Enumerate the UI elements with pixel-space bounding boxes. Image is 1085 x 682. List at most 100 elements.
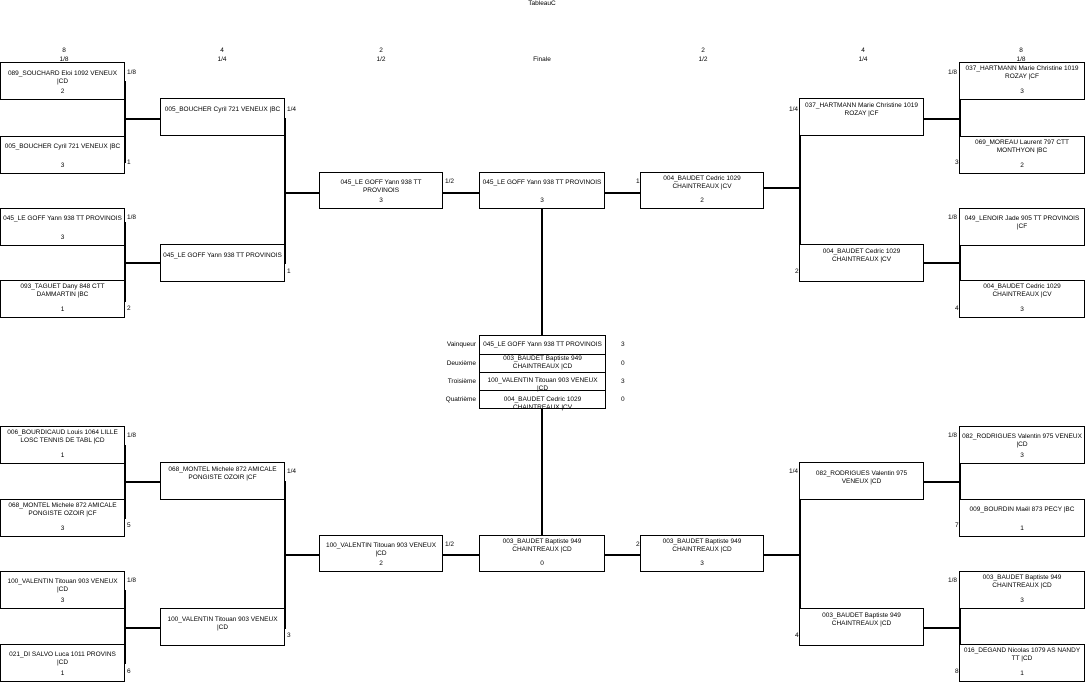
header-round: 1/8	[59, 56, 69, 63]
header-round: 1/2	[698, 56, 708, 63]
round-label: 1/8	[948, 577, 958, 584]
player-box[interactable]: 006_BOURDICAUD Louis 1064 LILLE LOSC TEN…	[0, 426, 125, 464]
seed-label: 7	[955, 522, 959, 529]
seed-label: 2	[636, 541, 640, 548]
result-score: 0	[621, 360, 625, 367]
player-name: 037_HARTMANN Marie Christine 1019 ROZAY …	[805, 102, 918, 117]
seed-label: 4	[795, 632, 799, 639]
player-name: 100_VALENTIN Titouan 903 VENEUX |CD	[7, 578, 118, 593]
player-box[interactable]: 037_HARTMANN Marie Christine 1019 ROZAY …	[799, 98, 924, 136]
bracket-line	[124, 262, 160, 264]
player-score: 2	[60, 88, 65, 95]
bracket-line	[959, 222, 961, 302]
player-box[interactable]: 082_RODRIGUES Valentin 975 VENEUX |CD 3	[959, 426, 1085, 464]
player-box[interactable]: 045_LE GOFF Yann 938 TT PROVINOIS 3	[479, 172, 605, 209]
header-round: 1/4	[858, 56, 868, 63]
page-title: TableauC	[528, 0, 556, 7]
result-name: 003_BAUDET Baptiste 949 CHAINTREAUX |CD	[503, 355, 582, 370]
bracket-line	[284, 118, 286, 264]
round-label: 1/8	[127, 577, 137, 584]
player-box[interactable]: 004_BAUDET Cedric 1029 CHAINTREAUX |CV 2	[640, 172, 764, 209]
player-score: 1	[60, 306, 65, 313]
bracket-line	[799, 118, 801, 264]
round-label: 1/4	[789, 468, 799, 475]
bracket-line	[923, 118, 959, 120]
player-name: 082_RODRIGUES Valentin 975 VENEUX |CD	[962, 433, 1082, 448]
seed-label: 3	[955, 159, 959, 166]
player-box[interactable]: 100_VALENTIN Titouan 903 VENEUX |CD 3	[0, 571, 125, 609]
player-score: 1	[60, 670, 65, 677]
bracket-line	[923, 481, 959, 483]
player-name: 016_DEGAND Nicolas 1079 AS NANDY TT |CD	[963, 647, 1081, 662]
player-box[interactable]: 009_BOURDIN Maël 873 PECY |BC 1	[959, 499, 1085, 537]
player-box[interactable]: 003_BAUDET Baptiste 949 CHAINTREAUX |CD	[799, 608, 924, 646]
bracket-line	[124, 118, 160, 120]
round-label: 1/2	[445, 541, 455, 548]
player-score: 3	[60, 162, 65, 169]
player-box[interactable]: 021_DI SALVO Luca 1011 PROVINS |CD 1	[0, 644, 125, 682]
player-name: 005_BOUCHER Cyril 721 VENEUX |BC	[4, 143, 121, 150]
player-box[interactable]: 049_LENOIR Jade 905 TT PROVINOIS |CF	[959, 208, 1085, 246]
player-name: 100_VALENTIN Titouan 903 VENEUX |CD	[325, 542, 437, 557]
player-box[interactable]: 016_DEGAND Nicolas 1079 AS NANDY TT |CD …	[959, 644, 1085, 682]
player-box[interactable]: 003_BAUDET Baptiste 949 CHAINTREAUX |CD …	[640, 535, 764, 572]
header-num: 8	[1019, 47, 1023, 54]
player-name: 093_TAGUET Dany 848 CTT DAMMARTIN |BC	[20, 283, 105, 298]
round-label: 1/4	[789, 106, 799, 113]
result-name: 100_VALENTIN Titouan 903 VENEUX |CD	[487, 377, 598, 392]
results-box: 045_LE GOFF Yann 938 TT PROVINOIS 003_BA…	[479, 335, 606, 411]
player-box[interactable]: 004_BAUDET Cedric 1029 CHAINTREAUX |CV 3	[959, 280, 1085, 318]
player-box[interactable]: 045_LE GOFF Yann 938 TT PROVINOIS 3	[319, 172, 443, 209]
player-box[interactable]: 003_BAUDET Baptiste 949 CHAINTREAUX |CD …	[959, 571, 1085, 609]
player-box[interactable]: 100_VALENTIN Titouan 903 VENEUX |CD 2	[319, 535, 443, 572]
bracket-line	[604, 192, 641, 194]
player-box[interactable]: 005_BOUCHER Cyril 721 VENEUX |BC	[160, 98, 285, 136]
player-score: 3	[60, 525, 65, 532]
player-box[interactable]: 069_MOREAU Laurent 797 CTT MONTHYON |BC …	[959, 136, 1085, 174]
player-name: 045_LE GOFF Yann 938 TT PROVINOIS	[340, 179, 422, 194]
round-label: 1/8	[948, 432, 958, 439]
player-box[interactable]: 082_RODRIGUES Valentin 975 VENEUX |CD	[799, 462, 924, 500]
player-score: 2	[1020, 162, 1024, 169]
player-name: 100_VALENTIN Titouan 903 VENEUX |CD	[167, 616, 278, 631]
player-box[interactable]: 093_TAGUET Dany 848 CTT DAMMARTIN |BC 1	[0, 280, 125, 318]
player-box[interactable]: 005_BOUCHER Cyril 721 VENEUX |BC 3	[0, 136, 125, 174]
player-score: 3	[379, 197, 383, 204]
round-label: 1/2	[445, 178, 455, 185]
header-round: Finale	[533, 56, 551, 63]
bracket-line	[763, 554, 799, 556]
player-box[interactable]: 037_HARTMANN Marie Christine 1019 ROZAY …	[959, 62, 1085, 100]
player-name: 021_DI SALVO Luca 1011 PROVINS |CD	[9, 651, 116, 666]
player-box[interactable]: 003_BAUDET Baptiste 949 CHAINTREAUX |CD …	[479, 535, 605, 572]
header-num: 2	[701, 47, 705, 54]
seed-label: 1	[287, 268, 291, 275]
player-box[interactable]: 004_BAUDET Cedric 1029 CHAINTREAUX |CV	[799, 244, 924, 282]
result-name: 004_BAUDET Cedric 1029 CHAINTREAUX |CV	[503, 396, 582, 411]
player-name: 045_LE GOFF Yann 938 TT PROVINOIS	[163, 252, 282, 259]
result-label: Quatrième	[445, 396, 476, 403]
seed-label: 4	[955, 305, 959, 312]
player-box[interactable]: 068_MONTEL Michele 872 AMICALE PONGISTE …	[160, 462, 285, 500]
player-score: 2	[379, 560, 383, 567]
header-num: 2	[379, 47, 383, 54]
result-score: 3	[621, 341, 625, 348]
player-box[interactable]: 100_VALENTIN Titouan 903 VENEUX |CD	[160, 608, 285, 646]
player-name: 089_SOUCHARD Eloi 1092 VENEUX |CD	[7, 70, 118, 85]
round-label: 1/4	[287, 106, 297, 113]
player-box[interactable]: 045_LE GOFF Yann 938 TT PROVINOIS	[160, 244, 285, 282]
player-name: 068_MONTEL Michele 872 AMICALE PONGISTE …	[168, 466, 277, 481]
header-round: 1/4	[217, 56, 227, 63]
player-score: 3	[60, 597, 65, 604]
player-name: 037_HARTMANN Marie Christine 1019 ROZAY …	[965, 65, 1079, 80]
player-box[interactable]: 068_MONTEL Michele 872 AMICALE PONGISTE …	[0, 499, 125, 537]
player-name: 009_BOURDIN Maël 873 PECY |BC	[969, 506, 1075, 513]
player-name: 045_LE GOFF Yann 938 TT PROVINOIS	[482, 179, 602, 186]
bracket-line	[604, 554, 641, 556]
bracket-line	[959, 81, 961, 163]
bracket-line	[284, 554, 320, 556]
player-box[interactable]: 045_LE GOFF Yann 938 TT PROVINOIS 3	[0, 208, 125, 246]
seed-label: 6	[127, 668, 131, 675]
player-box[interactable]: 089_SOUCHARD Eloi 1092 VENEUX |CD 2	[0, 62, 125, 100]
bracket-line	[124, 81, 126, 163]
result-label: Troisième	[447, 378, 476, 385]
